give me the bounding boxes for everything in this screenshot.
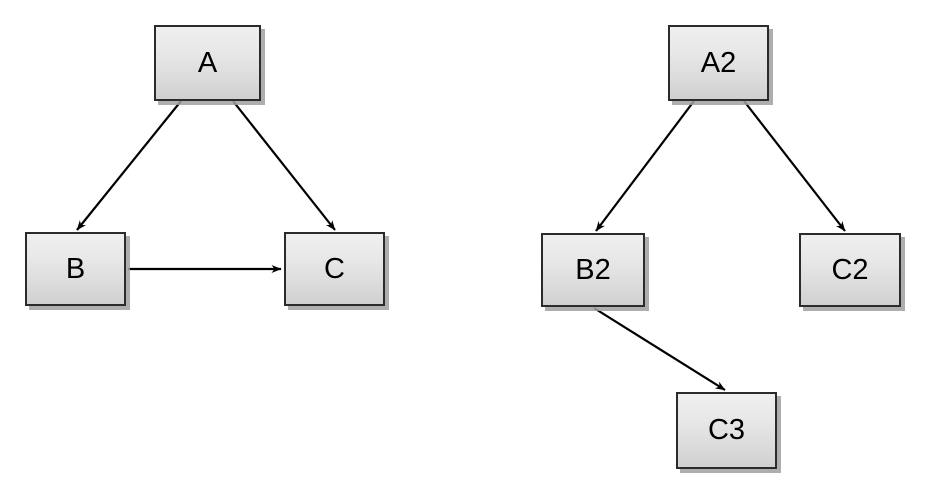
node-c2[interactable]: C2 bbox=[799, 233, 901, 307]
node-label: B bbox=[65, 252, 86, 285]
node-c3[interactable]: C3 bbox=[676, 392, 777, 469]
edge-a2-b2 bbox=[595, 100, 695, 232]
node-label: C2 bbox=[831, 253, 869, 286]
node-a2[interactable]: A2 bbox=[668, 25, 769, 101]
edge-a-b bbox=[76, 100, 182, 231]
edge-a-c bbox=[232, 100, 336, 231]
node-label: A2 bbox=[700, 46, 737, 79]
node-label: B2 bbox=[575, 253, 611, 286]
node-a[interactable]: A bbox=[154, 25, 261, 101]
edges-group bbox=[76, 100, 846, 391]
node-label: A bbox=[197, 46, 218, 79]
node-b2[interactable]: B2 bbox=[541, 233, 645, 307]
edge-b2-c3 bbox=[593, 307, 726, 391]
node-label: C3 bbox=[707, 414, 746, 446]
edge-a2-c2 bbox=[743, 100, 846, 232]
node-b[interactable]: B bbox=[25, 232, 126, 306]
node-label: C bbox=[324, 252, 345, 285]
node-c[interactable]: C bbox=[284, 232, 385, 306]
